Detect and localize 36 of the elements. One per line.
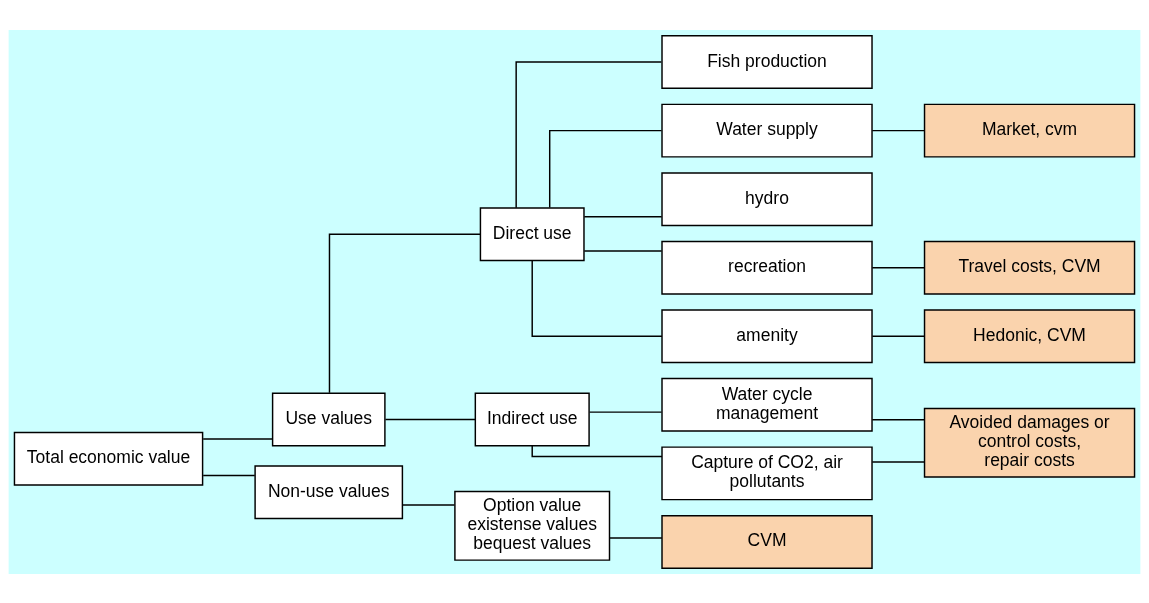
node-box: hydro bbox=[661, 171, 873, 226]
node-box: Indirect use bbox=[474, 391, 590, 446]
connector bbox=[549, 129, 663, 208]
node-box: CVM bbox=[661, 514, 873, 569]
node-box: Avoided damages or control costs, repair costs bbox=[923, 407, 1136, 478]
connector bbox=[402, 503, 456, 506]
connector bbox=[871, 129, 925, 131]
connector bbox=[583, 249, 663, 252]
connector bbox=[202, 474, 256, 476]
node-box: Hedonic, CVM bbox=[923, 308, 1136, 363]
node-box: Fish production bbox=[661, 34, 873, 89]
connector bbox=[871, 460, 925, 463]
node-box: amenity bbox=[661, 308, 873, 363]
connector bbox=[515, 60, 663, 208]
connector bbox=[871, 418, 925, 420]
connector bbox=[531, 259, 663, 337]
connector bbox=[202, 437, 274, 440]
node-box: Non-use values bbox=[254, 464, 404, 519]
node-box: Option value existense values bequest values bbox=[454, 490, 611, 561]
connector bbox=[583, 215, 663, 217]
connector bbox=[384, 418, 476, 420]
node-box: Total economic value bbox=[13, 431, 204, 486]
connector bbox=[871, 335, 925, 337]
node-box: recreation bbox=[661, 240, 873, 295]
node-box: Capture of CO2, air pollutants bbox=[661, 445, 873, 500]
connector bbox=[588, 410, 663, 413]
connector bbox=[531, 444, 663, 457]
node-box: Water cycle management bbox=[661, 377, 873, 432]
node-box: Market, cvm bbox=[923, 103, 1136, 158]
connector bbox=[609, 536, 663, 539]
connector bbox=[871, 266, 925, 268]
node-box: Travel costs, CVM bbox=[923, 240, 1136, 295]
node-box: Use values bbox=[271, 391, 386, 446]
node-box: Direct use bbox=[479, 206, 585, 261]
node-box: Water supply bbox=[661, 103, 873, 158]
connector bbox=[328, 232, 481, 394]
